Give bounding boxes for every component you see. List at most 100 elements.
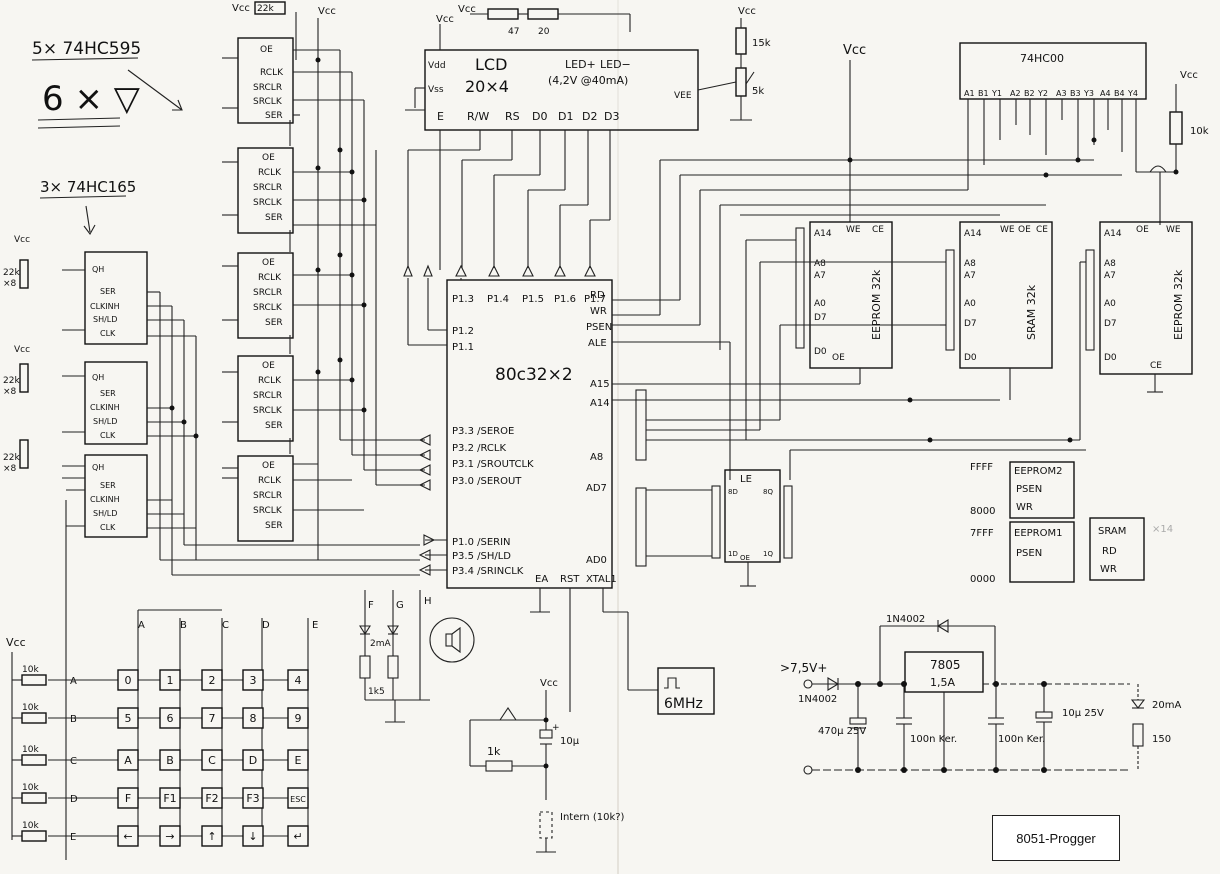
svg-text:RCLK: RCLK [260,68,284,78]
svg-text:P1.2: P1.2 [452,326,474,337]
svg-text:A8: A8 [1104,259,1116,269]
svg-text:1Q: 1Q [763,550,773,558]
svg-text:SER: SER [265,213,283,223]
svg-text:2: 2 [209,674,216,687]
svg-text:(4,2V @40mA): (4,2V @40mA) [548,74,628,87]
svg-text:A7: A7 [814,271,826,281]
svg-text:×8: ×8 [3,464,17,474]
svg-text:OE: OE [832,353,845,363]
svg-text:Vcc: Vcc [1180,70,1198,81]
svg-text:CE: CE [1036,225,1048,235]
svg-text:10k: 10k [22,665,39,675]
svg-text:D2: D2 [582,110,597,123]
svg-text:E: E [312,620,318,631]
svg-text:SER: SER [100,481,116,490]
sr595-2 [237,147,294,234]
key-0-2: 2 [201,669,223,691]
note-595: 5× 74HC595 [32,39,141,59]
svg-text:A0: A0 [814,299,826,309]
svg-text:WR: WR [1100,564,1117,575]
key-4-3: ↓ [242,825,264,847]
key-4-1: → [159,825,181,847]
oscillator: 6MHz [657,667,715,715]
svg-text:×14: ×14 [1152,524,1173,535]
svg-text:Vcc: Vcc [232,3,250,14]
svg-text:9: 9 [295,712,302,725]
svg-text:D7: D7 [1104,319,1117,329]
svg-text:SRCLR: SRCLR [253,391,282,401]
key-1-1: 6 [159,707,181,729]
svg-text:SRCLK: SRCLK [253,97,283,107]
svg-text:OE: OE [262,461,275,471]
svg-text:Y4: Y4 [1127,89,1138,98]
cpu-label: 80c32×2 [495,365,573,385]
sr165-2 [84,361,148,445]
svg-text:↵: ↵ [293,830,302,843]
memory-map: FFFF 8000 7FFF 0000 EEPROM2 PSEN WR EEPR… [970,461,1173,585]
svg-text:A15: A15 [590,379,610,390]
svg-text:RS: RS [505,110,520,123]
svg-text:6: 6 [167,712,174,725]
svg-text:CLKINH: CLKINH [90,302,120,311]
sr165-3 [84,454,148,538]
svg-text:8D: 8D [728,488,738,496]
svg-text:A8: A8 [590,452,603,463]
svg-text:F2: F2 [205,792,218,805]
svg-text:470μ 25V: 470μ 25V [818,726,866,737]
svg-text:↑: ↑ [207,830,216,843]
svg-text:D: D [70,794,78,805]
svg-text:Y2: Y2 [1037,89,1048,98]
svg-text:XTAL1: XTAL1 [586,574,617,585]
svg-text:0000: 0000 [970,574,995,585]
key-4-4: ↵ [287,825,309,847]
svg-text:RCLK: RCLK [258,476,282,486]
key-2-3: D [242,749,264,771]
svg-text:P1.0 /SERIN: P1.0 /SERIN [452,537,511,548]
eeprom-1 [809,221,893,369]
key-0-3: 3 [242,669,264,691]
svg-text:RCLK: RCLK [258,273,282,283]
svg-text:22k: 22k [257,4,274,14]
svg-text:F1: F1 [163,792,176,805]
sr165-1 [84,251,148,345]
svg-text:P1.3: P1.3 [452,294,474,305]
svg-text:SRCLR: SRCLR [253,491,282,501]
svg-text:P3.2 /RCLK: P3.2 /RCLK [452,443,506,454]
svg-text:1k: 1k [487,745,501,758]
svg-text:SER: SER [265,111,283,121]
svg-text:4: 4 [295,674,302,687]
svg-text:A4: A4 [1100,89,1111,98]
svg-text:5: 5 [125,712,132,725]
sr595-3 [237,252,294,339]
svg-text:SRAM: SRAM [1098,526,1126,537]
svg-text:3: 3 [250,674,257,687]
svg-text:ALE: ALE [588,338,607,349]
svg-text:A8: A8 [814,259,826,269]
svg-text:1: 1 [167,674,174,687]
svg-text:C: C [70,756,77,767]
svg-text:A: A [70,676,77,687]
sr595-4 [237,355,294,442]
svg-text:LED−: LED− [600,58,631,71]
svg-text:FFFF: FFFF [970,462,993,473]
svg-text:B3: B3 [1070,89,1081,98]
svg-text:LED+: LED+ [565,58,596,71]
svg-text:CE: CE [1150,361,1162,371]
sram [959,221,1053,369]
svg-text:F3: F3 [246,792,259,805]
svg-text:Vcc: Vcc [6,636,26,649]
note-595-mult: 6 × ▽ [42,79,141,119]
svg-text:1N4002: 1N4002 [798,694,837,705]
key-3-4: ESC [287,787,309,809]
svg-text:A3: A3 [1056,89,1067,98]
svg-text:RST: RST [560,574,580,585]
key-0-1: 1 [159,669,181,691]
power-supply: >7,5V+ 1N4002 1N4002 7805 1,5A 470μ 25V … [780,614,1181,775]
